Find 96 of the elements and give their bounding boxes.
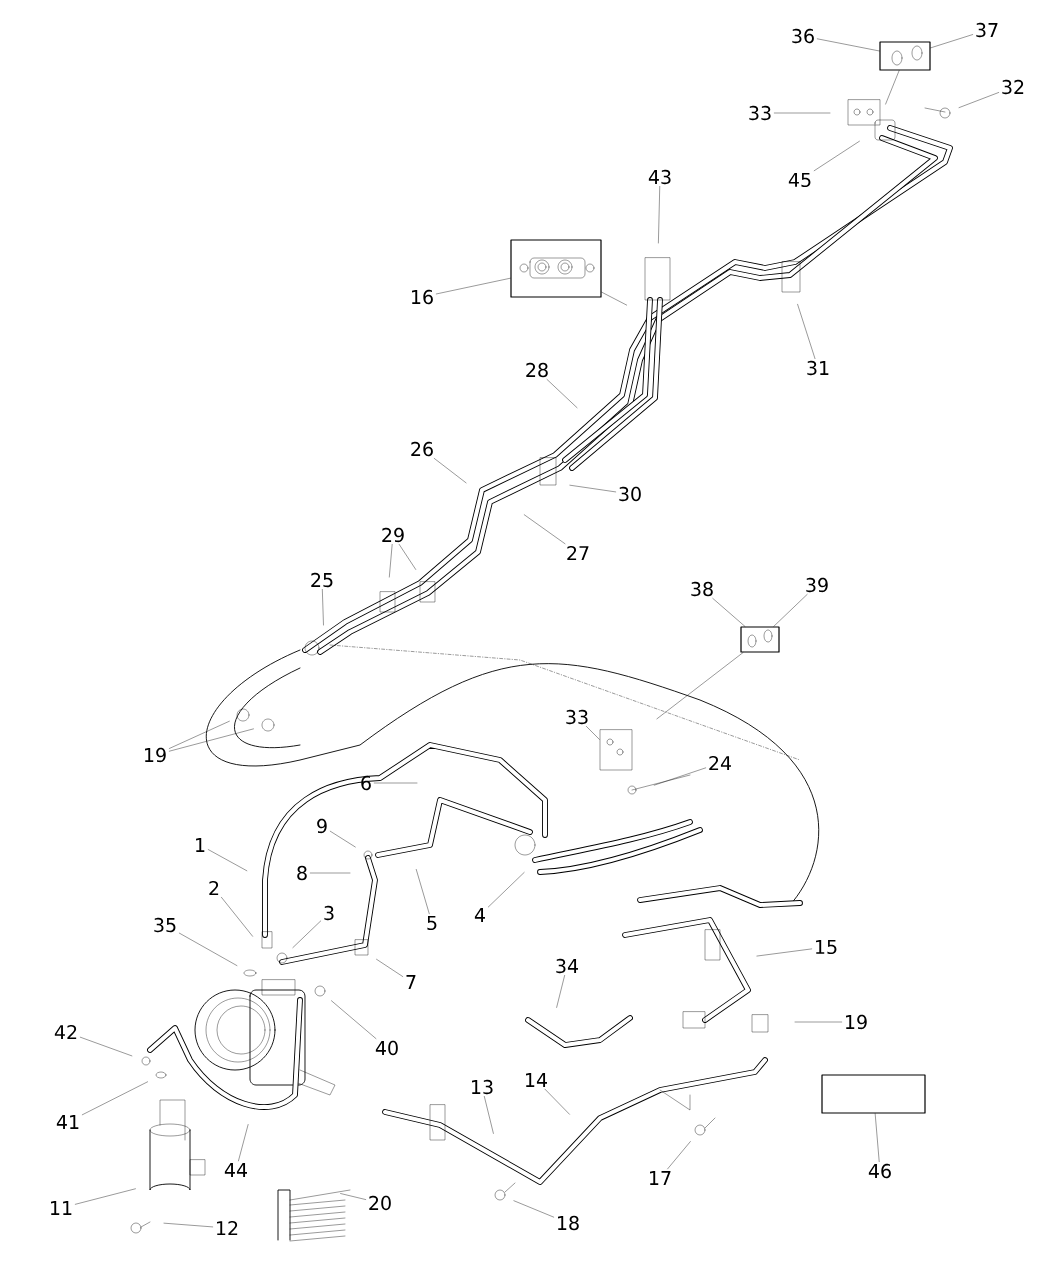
leader-line — [179, 932, 238, 966]
leader-line — [797, 304, 816, 359]
leader-line — [208, 849, 248, 871]
leader-line — [389, 544, 393, 578]
callout-number: 36 — [792, 28, 814, 44]
callout-number: 46 — [868, 1163, 891, 1179]
callout-number: 14 — [526, 1073, 547, 1087]
leader-line — [817, 38, 880, 52]
leader-line — [310, 872, 351, 874]
callout-number: 37 — [976, 22, 998, 38]
leader-line — [238, 1124, 249, 1162]
leader-line — [322, 589, 324, 626]
callout-number: 45 — [788, 172, 811, 188]
leader-line — [488, 872, 525, 908]
callout-number: 17 — [650, 1171, 671, 1185]
callout-number: 42 — [54, 1024, 77, 1040]
callout-number: 24 — [709, 755, 731, 771]
leader-line — [484, 1096, 494, 1134]
callout-number: 31 — [807, 360, 829, 376]
callout-number: 8 — [297, 865, 307, 881]
leader-line — [586, 726, 600, 740]
leader-line — [82, 1081, 148, 1115]
leader-line — [667, 1141, 691, 1170]
inset-drawing — [740, 626, 780, 653]
leader-line — [656, 652, 744, 720]
callout-number: 18 — [558, 1215, 579, 1231]
leader-line — [331, 1000, 377, 1039]
leader-line — [513, 1200, 554, 1218]
leader-line — [601, 291, 627, 306]
callout-number: 3 — [324, 905, 334, 921]
callout-number: 19 — [846, 1014, 867, 1030]
leader-line — [436, 278, 511, 295]
leader-line — [374, 782, 418, 784]
leader-line — [163, 1222, 213, 1228]
callout-number: 26 — [411, 441, 433, 457]
leader-line — [330, 831, 356, 848]
leader-line — [80, 1037, 133, 1057]
leader-line — [75, 1188, 136, 1205]
leader-line — [658, 186, 660, 244]
leader-line — [569, 485, 616, 493]
leader-line — [930, 34, 973, 49]
inset-drawing — [510, 239, 602, 298]
callout-number: 1 — [196, 838, 205, 852]
leader-line — [221, 897, 253, 937]
leader-line — [773, 594, 808, 627]
leader-line — [874, 1113, 880, 1162]
callout-number: 11 — [51, 1201, 72, 1215]
callout-number: 30 — [619, 486, 641, 502]
leader-line — [376, 959, 403, 977]
leader-line — [524, 514, 566, 544]
leader-line — [958, 92, 999, 108]
leader-line — [654, 767, 706, 786]
leader-line — [169, 721, 230, 749]
leader-line — [556, 975, 565, 1008]
leader-line — [546, 379, 578, 408]
inset-drawing — [879, 41, 931, 71]
leader-line — [774, 112, 831, 114]
leader-line — [544, 1088, 570, 1115]
leader-line — [169, 728, 254, 752]
callout-number: 40 — [375, 1040, 398, 1056]
callout-number: 13 — [472, 1079, 493, 1095]
empty-box — [821, 1074, 926, 1114]
callout-number: 32 — [1002, 79, 1024, 95]
callout-number: 29 — [382, 527, 404, 543]
callout-number: 16 — [412, 289, 433, 305]
callout-number: 5 — [427, 915, 437, 931]
callout-number: 7 — [406, 975, 416, 989]
callout-number: 33 — [566, 709, 588, 725]
callout-number: 20 — [369, 1195, 391, 1211]
leader-line — [885, 70, 900, 105]
leader-line — [416, 869, 430, 914]
callout-number: 41 — [56, 1115, 79, 1129]
leader-line — [434, 458, 467, 484]
callout-number: 12 — [217, 1220, 238, 1236]
callout-number: 43 — [648, 169, 671, 185]
leader-line — [756, 948, 812, 957]
leader-line — [399, 544, 416, 570]
callout-number: 9 — [317, 818, 327, 834]
callout-number: 38 — [691, 581, 713, 597]
callout-number: 19 — [145, 747, 166, 763]
callout-number: 44 — [224, 1163, 247, 1177]
leader-line — [712, 598, 746, 627]
callout-number: 15 — [816, 939, 837, 955]
callout-number: 39 — [806, 577, 828, 593]
callout-number: 27 — [567, 545, 589, 561]
callout-number: 33 — [749, 105, 771, 121]
leader-line — [340, 1193, 366, 1200]
leader-line — [292, 920, 321, 948]
callout-number: 28 — [526, 362, 548, 378]
callout-number: 4 — [474, 908, 485, 922]
callout-number: 35 — [154, 917, 176, 933]
callout-number: 2 — [209, 880, 219, 896]
callout-number: 25 — [311, 572, 333, 588]
callout-number: 34 — [556, 958, 578, 974]
leader-line — [794, 1021, 842, 1023]
leader-line — [813, 141, 860, 171]
